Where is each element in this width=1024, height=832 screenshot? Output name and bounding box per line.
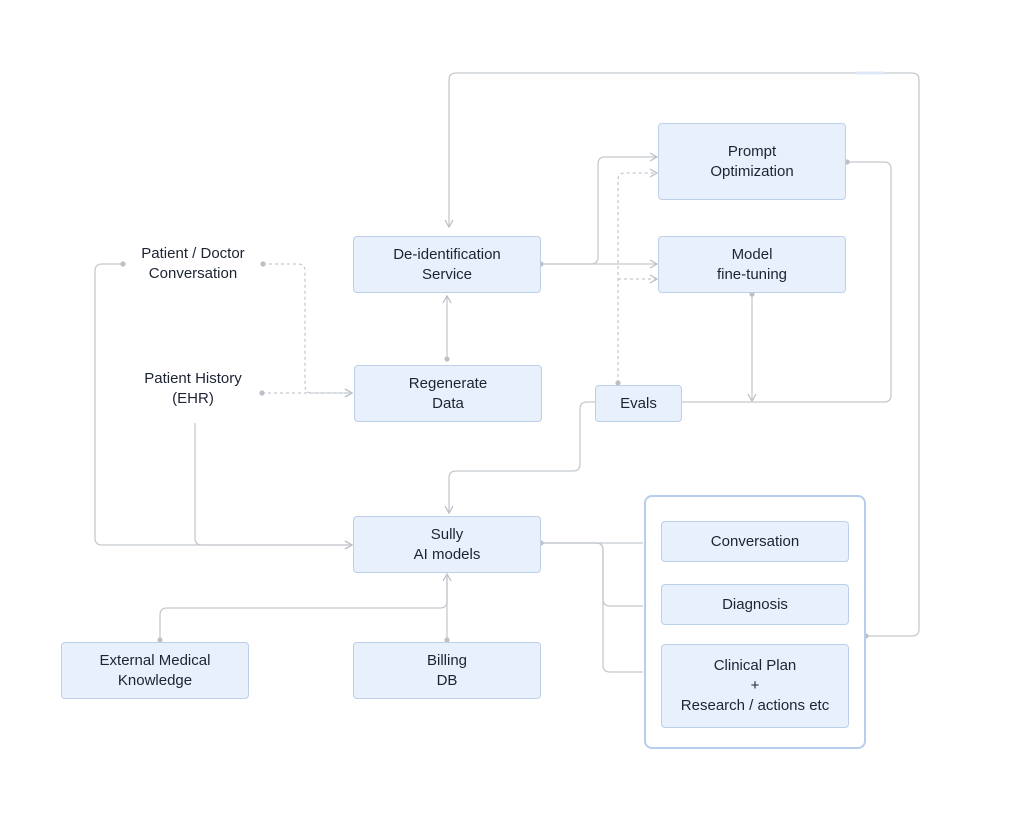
diagnosis-output-node[interactable]: Diagnosis [661, 584, 849, 625]
model-finetuning-node[interactable]: Model fine-tuning [658, 236, 846, 293]
connector-sully-to-diagnosis [541, 542, 643, 607]
prompt-optimization-node[interactable]: Prompt Optimization [658, 123, 846, 200]
connector-sully-to-clinical [541, 542, 643, 673]
connector-evals-to-sully [444, 401, 595, 515]
clinical-plan-output-node[interactable]: Clinical Plan + Research / actions etc [661, 644, 849, 728]
connector-prompt-to-evals [682, 161, 892, 403]
connector-history-to-sully [194, 423, 354, 550]
patient-doctor-conversation-label: Patient / Doctor Conversation [141, 245, 245, 282]
billing-db-node[interactable]: Billing DB [353, 642, 541, 699]
connector-outputs-to-deid [444, 72, 920, 637]
connector-conversation-to-sully [94, 263, 354, 550]
dashed-conversation-to-regenerate [263, 263, 354, 398]
evals-node[interactable]: Evals [595, 385, 682, 422]
sully-ai-models-node[interactable]: Sully AI models [353, 516, 541, 573]
conversation-output-node[interactable]: Conversation [661, 521, 849, 562]
external-medical-knowledge-node[interactable]: External Medical Knowledge [61, 642, 249, 699]
deidentification-service-node[interactable]: De-identification Service [353, 236, 541, 293]
dashed-evals-to-prompt [617, 168, 659, 383]
connector-external-to-sully [159, 572, 452, 640]
regenerate-data-node[interactable]: Regenerate Data [354, 365, 542, 422]
patient-history-label: Patient History (EHR) [144, 370, 242, 407]
